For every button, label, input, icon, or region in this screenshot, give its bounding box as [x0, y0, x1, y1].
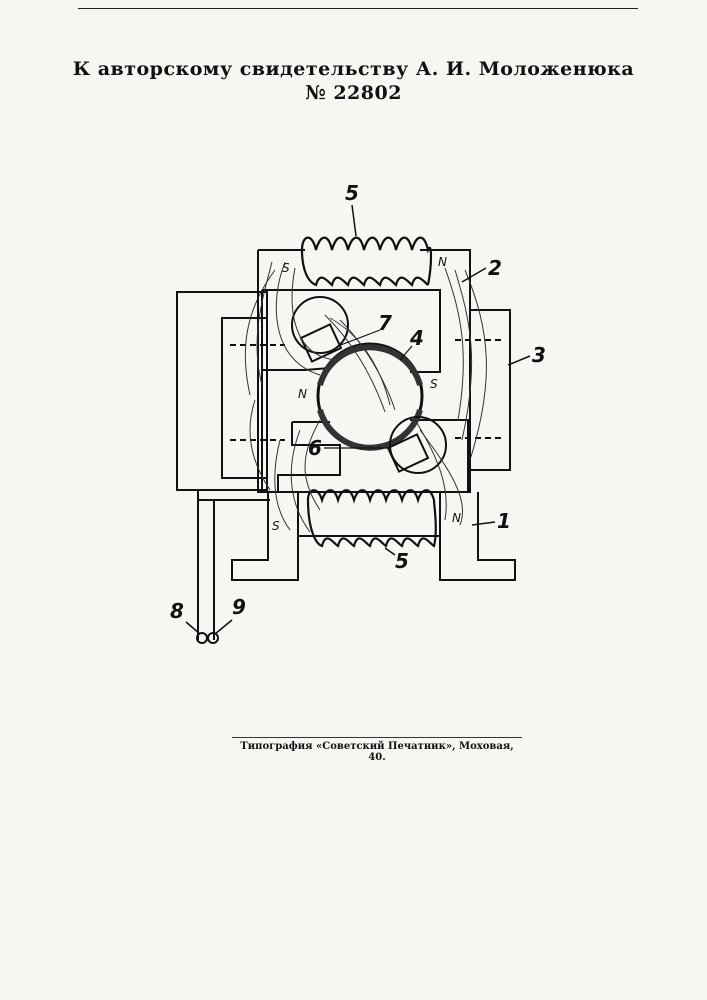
bottom-coil-5: [308, 490, 436, 546]
left-inner-block: [222, 318, 267, 478]
label-9: 9: [232, 595, 246, 619]
printer-imprint: Типография «Советский Печатник», Моховая…: [232, 741, 522, 763]
footer-rule: [232, 737, 522, 738]
right-side-block: [470, 310, 510, 470]
pole-s-bottom-left: S: [272, 519, 280, 533]
base-frame-left-foot: [232, 492, 298, 580]
label-7: 7: [378, 311, 392, 335]
pole-n-top-right: N: [438, 255, 447, 269]
label-3: 3: [532, 343, 546, 367]
label-5-bottom: 5: [395, 549, 409, 573]
pole-n-mid-left: N: [298, 387, 307, 401]
pole-s-top-left: S: [282, 261, 290, 275]
upper-shading: [320, 347, 420, 385]
label-8: 8: [170, 599, 184, 623]
base-frame-right-foot: [440, 492, 515, 580]
pole-s-mid-right: S: [430, 377, 438, 391]
label-6: 6: [308, 436, 322, 460]
pole-n-bottom-right: N: [452, 511, 461, 525]
label-1: 1: [497, 509, 511, 533]
top-coil-5: [302, 238, 431, 285]
label-2: 2: [488, 256, 502, 280]
lower-shading: [320, 410, 420, 448]
label-5-top: 5: [345, 181, 359, 205]
